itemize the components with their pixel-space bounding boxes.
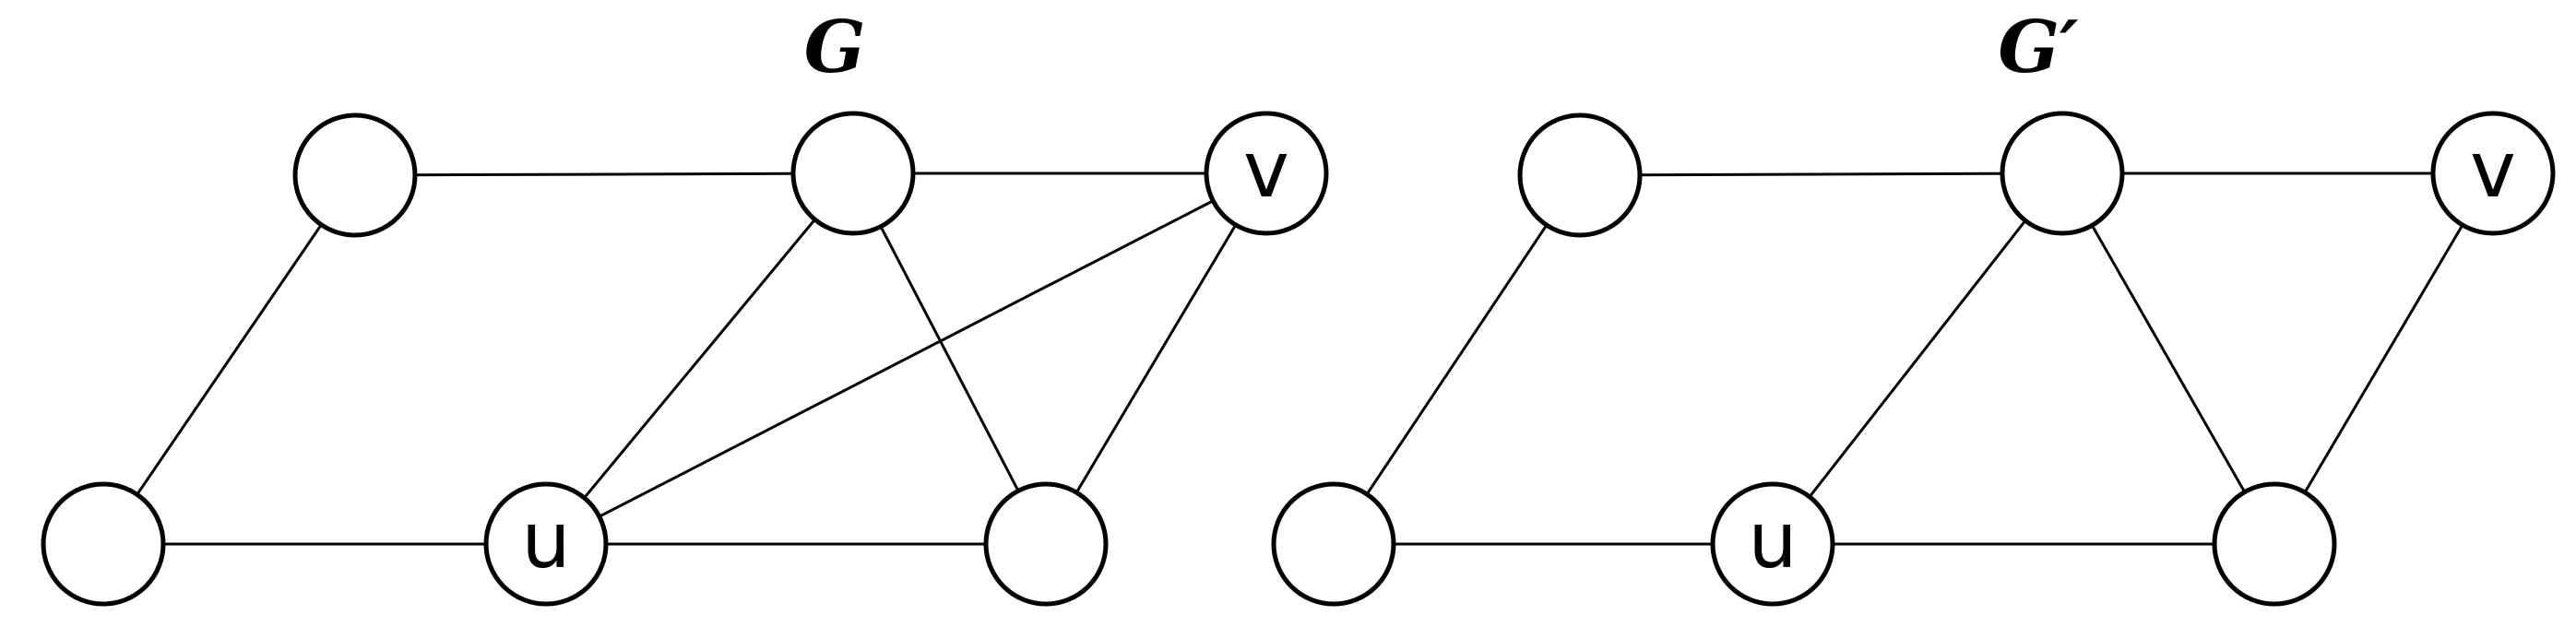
edge-b-d [851, 172, 1048, 545]
node-a [1517, 112, 1643, 238]
node-d [2212, 481, 2337, 607]
edge-v-d [2273, 172, 2495, 545]
node-a [292, 112, 418, 238]
node-c [1271, 481, 1396, 607]
graph-title-g: G [804, 6, 866, 89]
graph-g: Gv u [41, 6, 1329, 607]
edge-v-u [545, 172, 1267, 546]
node-label-u: u [521, 495, 570, 586]
edge-b-u [544, 172, 855, 545]
edge-b-u [1771, 172, 2064, 545]
edge-b-d [2060, 172, 2276, 545]
node-d [983, 481, 1109, 607]
graph-g-prime: G′ v u [1271, 6, 2556, 607]
node-b [2000, 111, 2125, 236]
node-b [790, 111, 916, 236]
node-u [483, 481, 609, 607]
node-c [41, 481, 166, 607]
edge-a-c [101, 174, 357, 545]
edge-a-c [1332, 174, 1582, 545]
edge-a-b [1579, 172, 2063, 177]
edge-a-b [354, 172, 854, 177]
edge-v-d [1044, 172, 1268, 545]
node-v [1204, 111, 1329, 236]
node-label-v: v [1243, 124, 1289, 215]
node-v [2430, 111, 2556, 236]
node-label-u: u [1748, 495, 1797, 586]
node-label-v: v [2470, 124, 2516, 215]
graph-title-g-prime: G′ [1998, 6, 2079, 89]
node-u [1710, 481, 1835, 607]
